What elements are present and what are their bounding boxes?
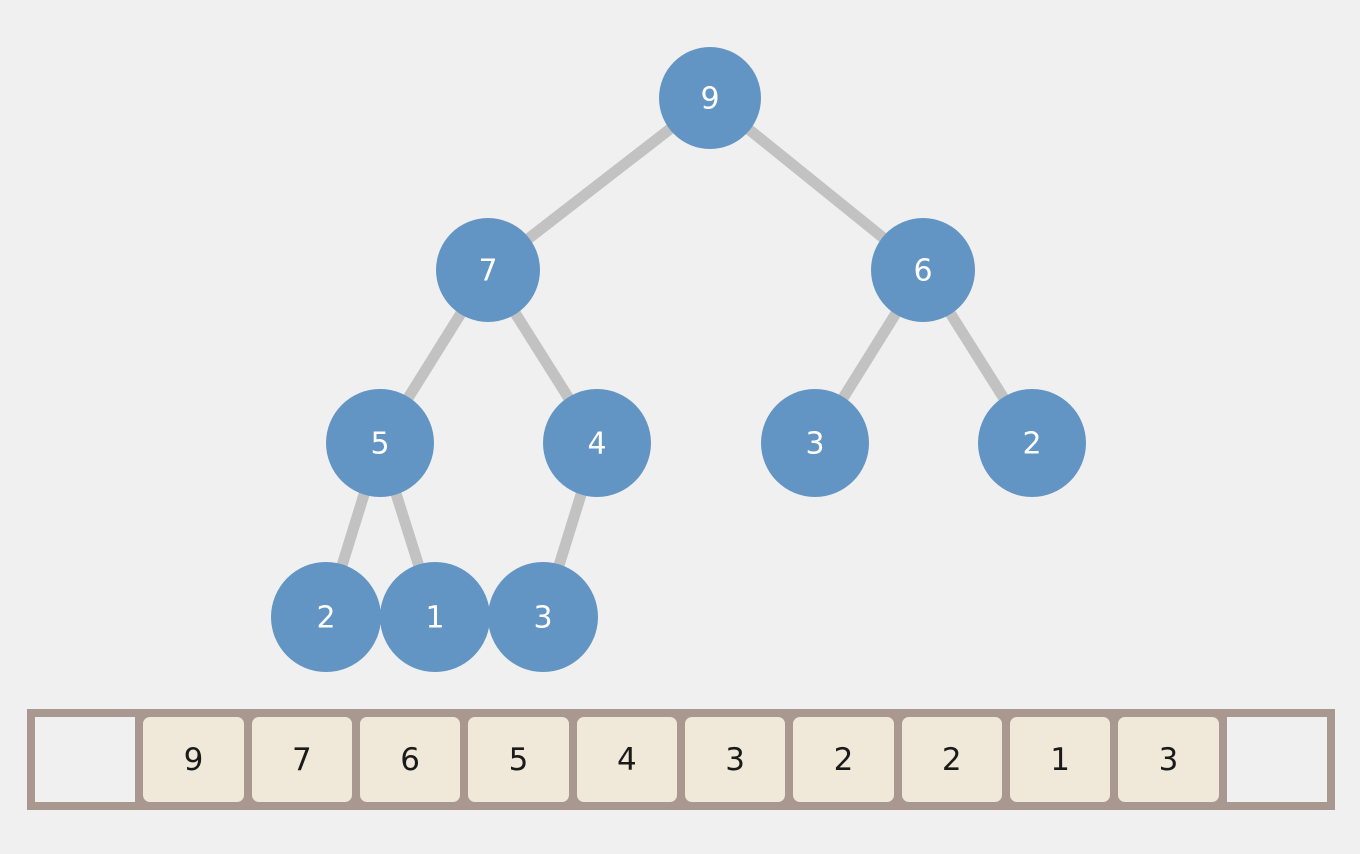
array-cell[interactable]: 1 xyxy=(1009,717,1111,802)
tree-node-circle[interactable] xyxy=(436,218,540,322)
tree-node-circle[interactable] xyxy=(380,562,490,672)
array-cell[interactable]: 5 xyxy=(468,717,569,802)
tree-node[interactable]: 7 xyxy=(436,218,540,322)
tree-node[interactable]: 3 xyxy=(488,562,598,672)
tree-node-circle[interactable] xyxy=(871,218,975,322)
array-cell[interactable]: 3 xyxy=(684,717,786,802)
array-cell-empty[interactable] xyxy=(1226,717,1327,802)
array-cell-empty[interactable] xyxy=(35,717,136,802)
tree-node[interactable]: 3 xyxy=(761,389,869,497)
tree-edges-layer xyxy=(320,93,1037,619)
tree-node-circle[interactable] xyxy=(659,47,761,149)
tree-node-circle[interactable] xyxy=(761,389,869,497)
array-cell[interactable]: 9 xyxy=(143,717,244,802)
array-cell[interactable]: 7 xyxy=(251,717,352,802)
tree-node-circle[interactable] xyxy=(978,389,1086,497)
tree-node[interactable]: 2 xyxy=(271,562,381,672)
tree-node[interactable]: 2 xyxy=(978,389,1086,497)
array-cell[interactable]: 2 xyxy=(901,717,1002,802)
tree-node-circle[interactable] xyxy=(488,562,598,672)
array-cell[interactable]: 4 xyxy=(576,717,677,802)
tree-node[interactable]: 5 xyxy=(326,389,434,497)
tree-node-circle[interactable] xyxy=(543,389,651,497)
tree-node[interactable]: 9 xyxy=(659,47,761,149)
array-cell[interactable]: 6 xyxy=(359,717,461,802)
tree-node-circle[interactable] xyxy=(271,562,381,672)
tree-node[interactable]: 6 xyxy=(871,218,975,322)
array-cell[interactable]: 3 xyxy=(1118,717,1219,802)
tree-node-circle[interactable] xyxy=(326,389,434,497)
tree-node[interactable]: 4 xyxy=(543,389,651,497)
array-cell[interactable]: 2 xyxy=(793,717,894,802)
tree-node[interactable]: 1 xyxy=(380,562,490,672)
